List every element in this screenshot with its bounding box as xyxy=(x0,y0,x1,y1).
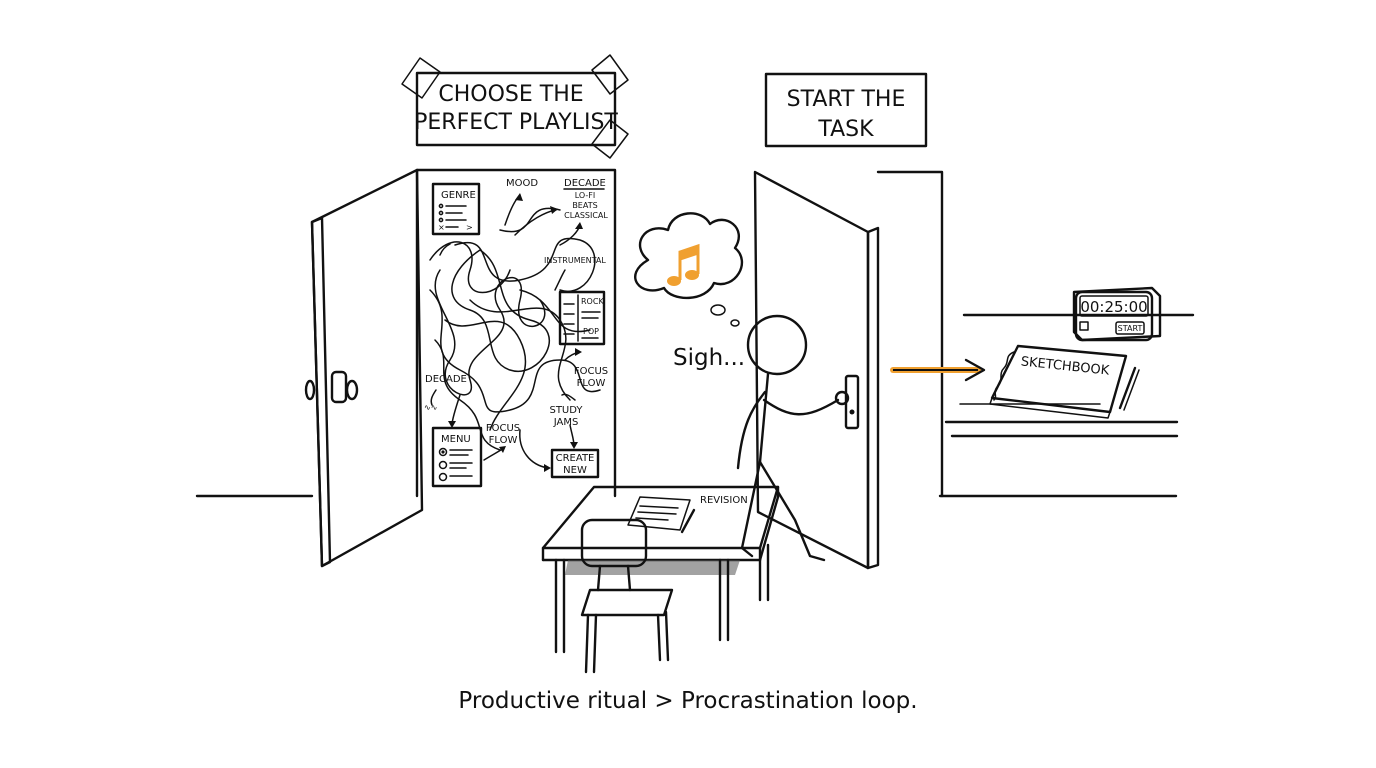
label-menu: MENU xyxy=(441,434,471,445)
right-sign: START THE TASK xyxy=(764,72,928,148)
right-door xyxy=(753,170,944,570)
svg-text:∿∿: ∿∿ xyxy=(424,403,437,412)
label-mood: MOOD xyxy=(506,178,538,189)
timer-icon: 00:25:00 START xyxy=(1072,286,1162,342)
label-focus-flow-low-1: FOCUS xyxy=(486,423,520,434)
sketchbook: SKETCHBOOK xyxy=(989,344,1128,419)
thought-bubble xyxy=(634,212,743,327)
stick-figure xyxy=(736,314,850,562)
pencil-icon xyxy=(1118,366,1140,411)
label-pop: POP xyxy=(583,327,599,336)
genre-card xyxy=(431,182,481,236)
label-study-jams-1: STUDY xyxy=(549,405,583,416)
svg-text:>: > xyxy=(466,223,473,232)
label-focus-flow-right-2: FLOW xyxy=(577,378,606,389)
revision-paper xyxy=(627,496,691,531)
left-door xyxy=(304,168,617,568)
label-instrumental: INSTRUMENTAL xyxy=(544,256,606,265)
desk: REVISION xyxy=(541,485,780,654)
timer-display: 00:25:00 xyxy=(1080,298,1147,316)
label-create-new-1: CREATE xyxy=(556,453,595,464)
label-classical: CLASSICAL xyxy=(564,211,608,220)
label-beats: BEATS xyxy=(572,201,597,210)
label-decade-top: DECADE xyxy=(564,178,606,189)
menu-card xyxy=(431,426,483,488)
create-new-box xyxy=(550,448,600,479)
arrow-right-icon xyxy=(890,358,986,382)
label-focus-flow-low-2: FLOW xyxy=(489,435,518,446)
label-genre: GENRE xyxy=(441,190,476,201)
label-create-new-2: NEW xyxy=(563,465,587,476)
svg-text:×: × xyxy=(438,223,445,232)
revision-label: REVISION xyxy=(700,495,748,506)
left-sign: CHOOSE THE PERFECT PLAYLIST xyxy=(401,54,629,159)
right-sign-line2: TASK xyxy=(817,117,874,142)
desk-pencil-icon xyxy=(680,508,696,534)
music-note-icon xyxy=(667,243,700,286)
playlist-maze: GENRE × > MOOD DECADE LO-FI BEATS CLASSIC… xyxy=(424,178,608,488)
label-rock: ROCK xyxy=(581,297,604,306)
timer-start-label: START xyxy=(1118,324,1143,333)
caption: Productive ritual > Procrastination loop… xyxy=(458,688,918,714)
right-sign-line1: START THE xyxy=(787,87,906,112)
left-sign-line2: PERFECT PLAYLIST xyxy=(414,110,618,135)
label-study-jams-2: JAMS xyxy=(553,417,579,428)
sigh-text: Sigh... xyxy=(673,345,745,371)
left-sign-line1: CHOOSE THE xyxy=(438,82,583,107)
task-room: 00:25:00 START SKETCHBOOK xyxy=(890,286,1195,438)
label-decade-left: DECADE xyxy=(425,374,467,385)
label-lofi: LO-FI xyxy=(575,191,596,200)
label-focus-flow-right-1: FOCUS xyxy=(574,366,608,377)
sketchbook-label: SKETCHBOOK xyxy=(1020,354,1110,378)
rock-pop-card xyxy=(558,290,606,346)
chair xyxy=(580,518,674,674)
